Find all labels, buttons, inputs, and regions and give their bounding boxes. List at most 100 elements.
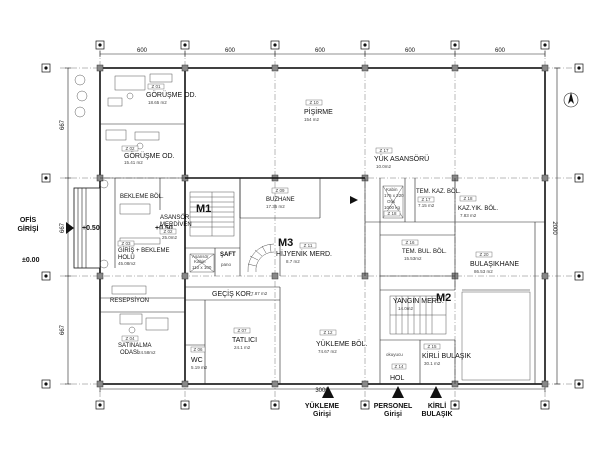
svg-text:Z 02: Z 02 — [163, 229, 173, 234]
dim-left-2: 667 — [60, 222, 66, 233]
room-satinalma: Z 04 SATINALMA ODASI 24.58m2 — [118, 335, 156, 356]
svg-text:Z 15: Z 15 — [427, 344, 437, 349]
room-gorusme-2: Z 02 GÖRÜŞME OD. 15.41 m2 — [121, 145, 175, 165]
svg-text:10.0m2: 10.0m2 — [376, 164, 392, 169]
svg-text:TEM. KAZ. BÖL.: TEM. KAZ. BÖL. — [416, 188, 461, 195]
svg-text:7.87 m2: 7.87 m2 — [251, 291, 268, 296]
svg-text:Z 11: Z 11 — [304, 243, 313, 248]
room-asansor-kabin: Asansör Kabin 110 x 100 — [192, 254, 212, 270]
svg-text:YANGIN MERD.: YANGIN MERD. — [393, 298, 444, 305]
yukleme-entry-arrow-icon — [322, 386, 334, 398]
svg-text:5.19 m2: 5.19 m2 — [191, 365, 208, 370]
kirli-entry-label: KİRLİ — [428, 402, 446, 410]
svg-text:HOLÜ: HOLÜ — [118, 254, 135, 261]
svg-text:8.7 m2: 8.7 m2 — [286, 259, 300, 264]
svg-text:Z 20: Z 20 — [479, 252, 489, 257]
svg-text:Z 04: Z 04 — [125, 336, 135, 341]
svg-text:ODASI: ODASI — [120, 350, 139, 356]
room-bekleme: BEKLEME BÖL. — [120, 193, 164, 200]
svg-text:30.1 m2: 30.1 m2 — [424, 361, 441, 366]
svg-text:74.67 m2: 74.67 m2 — [318, 349, 337, 354]
svg-text:KİRLİ BULAŞIK: KİRLİ BULAŞIK — [422, 351, 471, 360]
dim-top-4: 600 — [405, 48, 416, 54]
svg-text:86.53 m2: 86.53 m2 — [474, 269, 493, 274]
svg-text:Kabin: Kabin — [386, 187, 398, 192]
svg-text:BUZHANE: BUZHANE — [266, 197, 295, 203]
room-bulasikhane: Z 20 BULAŞIKHANE 86.53 m2 — [470, 251, 519, 274]
svg-text:14.0m2: 14.0m2 — [398, 306, 414, 311]
svg-text:PİŞİRME: PİŞİRME — [304, 107, 333, 116]
room-hijyenik: Z 11 HİJYENİK MERD. 8.7 m2 — [276, 242, 332, 264]
svg-text:HOL: HOL — [390, 375, 405, 382]
svg-text:KAZ.YIK. BÖL.: KAZ.YIK. BÖL. — [458, 205, 498, 212]
outer-walls — [73, 67, 546, 385]
stair-marker-m3: M3 — [278, 237, 293, 249]
svg-text:Z 07: Z 07 — [237, 328, 247, 333]
room-tem-kaz: TEM. KAZ. BÖL. Z 17 7.15 m2 — [416, 188, 461, 208]
svg-text:ASANSÖR: ASANSÖR — [160, 214, 190, 221]
svg-text:TATLICI: TATLICI — [232, 337, 257, 344]
yukleme-entry-label-2: Girişi — [313, 411, 331, 418]
room-yuk-kabin: Kabin 175 x 220 Otis 1000 kg Z 18 — [383, 187, 404, 217]
svg-text:Z 03: Z 03 — [121, 241, 131, 246]
svg-text:WC: WC — [191, 357, 203, 364]
svg-text:MERDİVEN: MERDİVEN — [160, 221, 192, 228]
interior-walls — [100, 123, 545, 384]
stairs-m3 — [247, 243, 275, 273]
level-marker-3: ±0.00 — [22, 257, 40, 264]
level-marker-2: +0.50 — [155, 225, 173, 232]
svg-text:Z 17: Z 17 — [421, 197, 431, 202]
room-pisirme: Z 10 PİŞİRME 154 m2 — [304, 99, 333, 122]
stairs-m1 — [189, 191, 235, 237]
room-yuk-asansoru: Z 17 YÜK ASANSÖRÜ 10.0m2 — [374, 147, 429, 169]
svg-text:Z 10: Z 10 — [309, 100, 319, 105]
svg-text:24.1 m2: 24.1 m2 — [234, 345, 251, 350]
room-asansor-merdiven: ASANSÖR MERDİVEN Z 02 25.0m2 — [159, 214, 192, 240]
svg-text:7.83 m2: 7.83 m2 — [460, 213, 477, 218]
personel-entry-arrow-icon — [392, 386, 404, 398]
dim-left-1: 667 — [60, 119, 66, 130]
svg-text:GİRİŞ + BEKLEME: GİRİŞ + BEKLEME — [118, 247, 170, 254]
svg-text:Z 18: Z 18 — [387, 211, 397, 216]
dim-right: 2000 — [551, 221, 557, 235]
room-buzhane: Z 09 BUZHANE 17.35 m2 — [266, 187, 295, 209]
personel-entry-label-2: Girişi — [384, 411, 402, 418]
svg-text:18.65 m2: 18.65 m2 — [148, 100, 167, 105]
svg-text:HİJYENİK MERD.: HİJYENİK MERD. — [276, 249, 332, 258]
stair-marker-m1: M1 — [196, 203, 211, 215]
ofis-entry-label-2: GİRİŞİ — [17, 225, 38, 233]
ofis-entry-arrow-icon — [66, 222, 74, 234]
svg-text:Kabin: Kabin — [194, 259, 206, 264]
room-kirli-bulasik: Z 15 KİRLİ BULAŞIK 30.1 m2 — [422, 343, 471, 366]
dim-top-3: 600 — [315, 48, 326, 54]
grid-bubbles — [41, 40, 584, 410]
svg-text:SATINALMA: SATINALMA — [118, 343, 152, 349]
level-marker-1: +0.50 — [82, 225, 100, 232]
entrance-arrows — [66, 196, 442, 398]
svg-text:15.41 m2: 15.41 m2 — [124, 160, 143, 165]
dim-top-5: 600 — [495, 48, 506, 54]
svg-text:110 x 100: 110 x 100 — [192, 265, 212, 270]
dim-left-3: 667 — [60, 324, 66, 335]
svg-text:YÜKLEME BÖL.: YÜKLEME BÖL. — [316, 340, 367, 348]
room-hol: Z 14 HOL — [390, 363, 407, 382]
svg-text:Z 12: Z 12 — [323, 330, 333, 335]
north-arrow-icon — [563, 92, 579, 108]
dimension-bottom: 3000 — [99, 386, 546, 394]
svg-text:45.08m2: 45.08m2 — [118, 261, 136, 266]
svg-text:Otis: Otis — [387, 199, 396, 204]
okuyucu-label: okuyucu — [386, 352, 403, 357]
svg-text:pano: pano — [221, 262, 232, 267]
svg-text:Z 09: Z 09 — [275, 188, 285, 193]
room-resepsiyon: RESEPSİYON — [110, 297, 149, 304]
yukleme-entry-label: YÜKLEME — [305, 401, 340, 410]
room-tatlici: Z 07 TATLICI 24.1 m2 — [232, 327, 257, 350]
dimension-top: 600 600 600 600 600 — [99, 48, 546, 57]
room-gorusme-1: Z 01 GÖRÜŞME OD. 18.65 m2 — [146, 83, 197, 105]
svg-text:GÖRÜŞME OD.: GÖRÜŞME OD. — [124, 152, 175, 160]
room-yangin: YANGIN MERD. 14.0m2 — [393, 298, 444, 311]
svg-text:Z 16: Z 16 — [405, 240, 415, 245]
svg-text:BULAŞIKHANE: BULAŞIKHANE — [470, 261, 519, 268]
svg-text:Z 14: Z 14 — [394, 364, 404, 369]
room-tem-bul: Z 16 TEM. BUL. BÖL. 15.53m2 — [401, 239, 447, 261]
